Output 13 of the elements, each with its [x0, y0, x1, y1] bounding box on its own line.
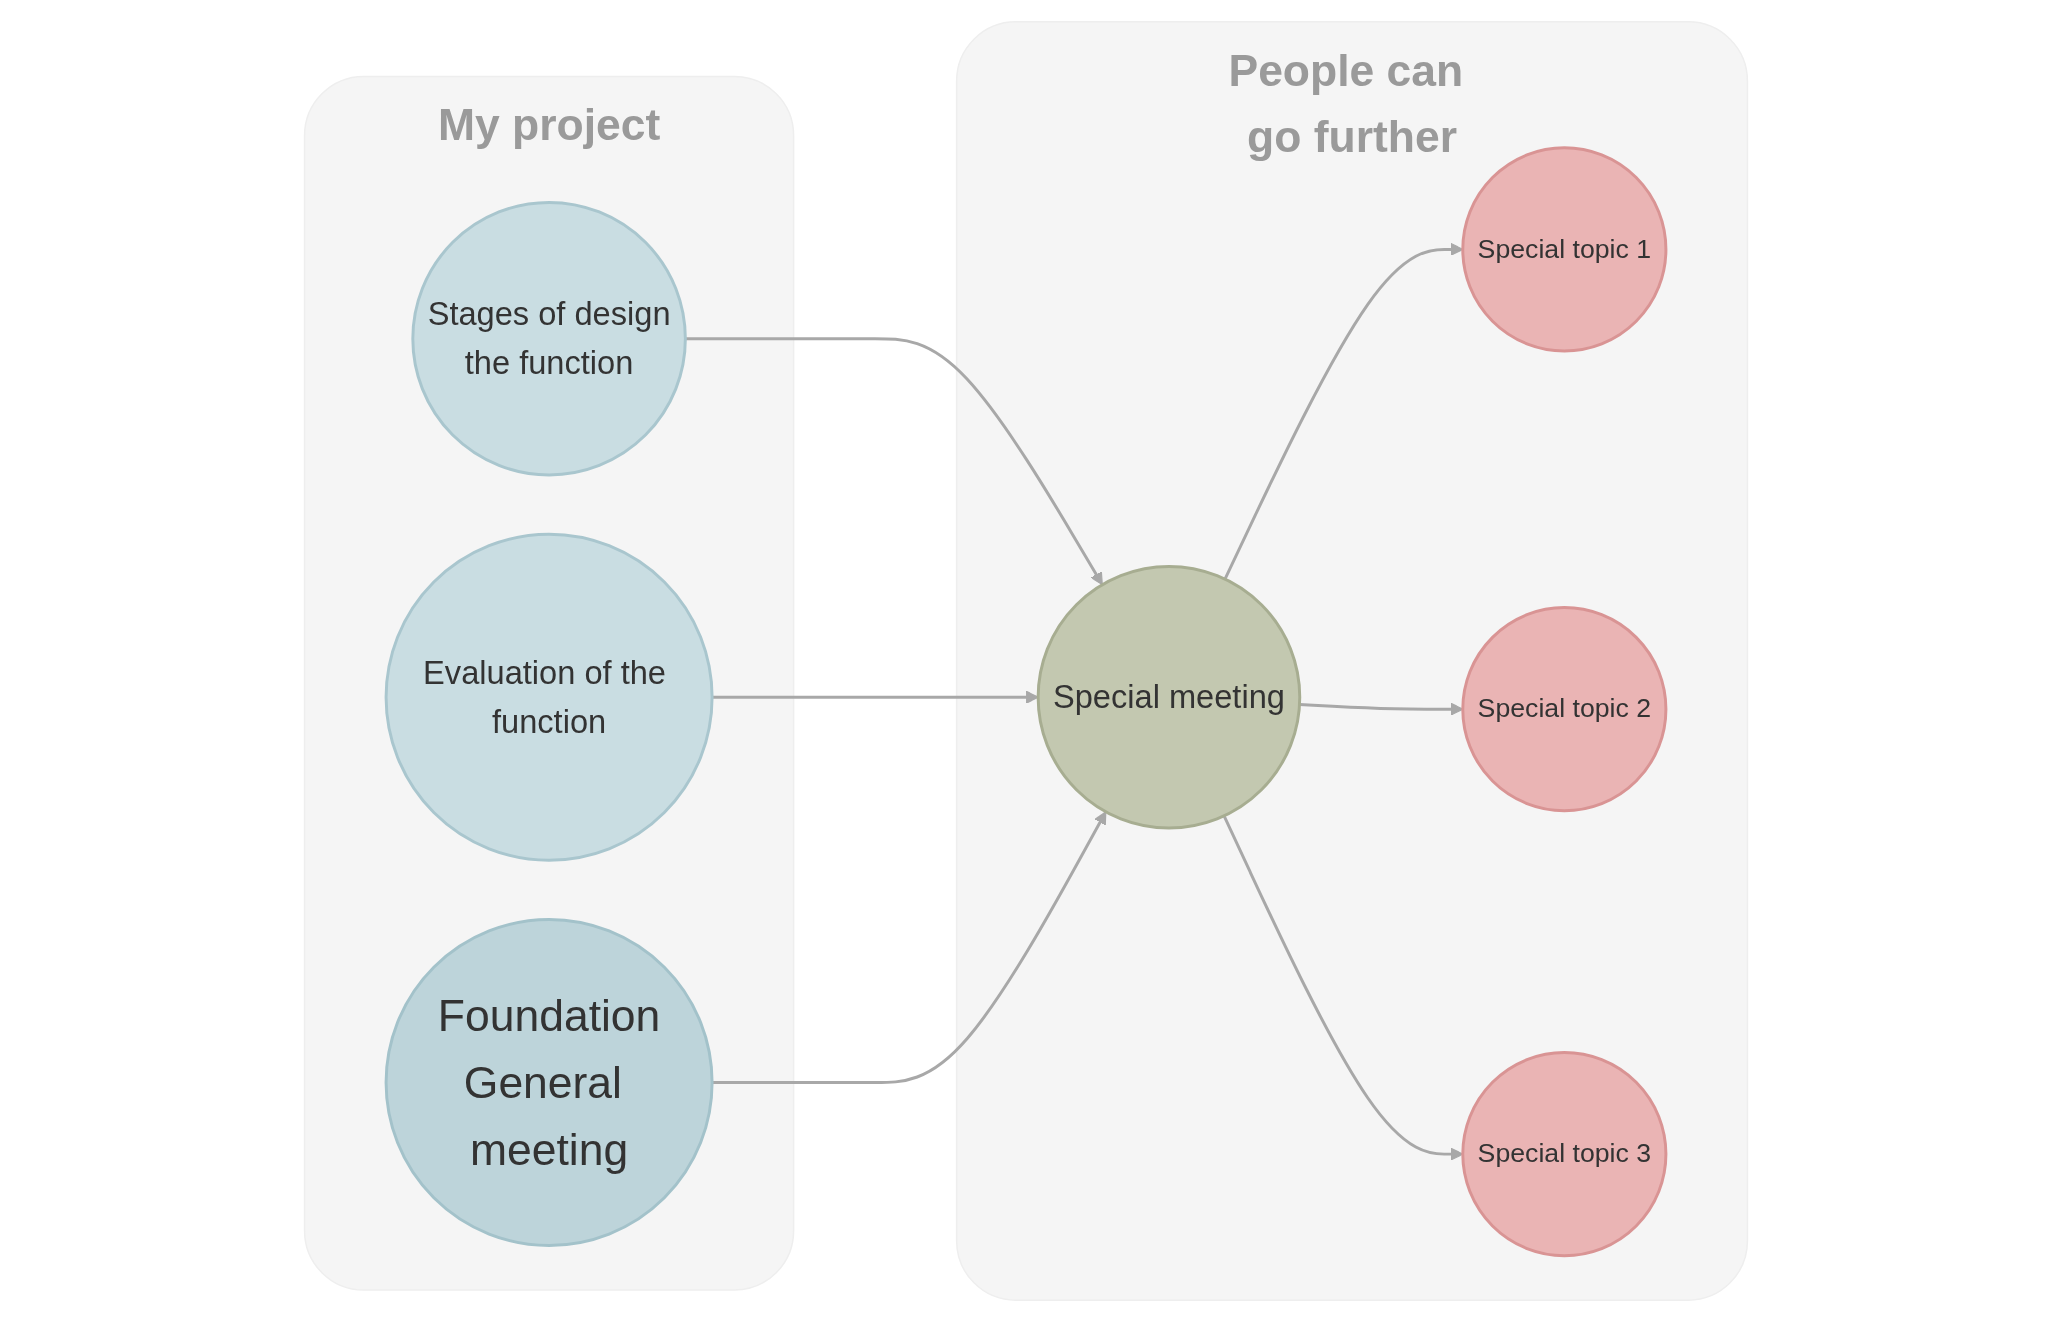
- arrow: [1222, 815, 1464, 1161]
- arrow: [712, 690, 1039, 704]
- node-circle: Special meeting: [1036, 564, 1302, 830]
- node-circle: Evaluation of the function: [384, 532, 714, 862]
- arrow: [1299, 702, 1464, 716]
- node-circle: Special topic 3: [1461, 1051, 1668, 1258]
- node-circle: Special topic 1: [1461, 146, 1668, 353]
- node-circle: Special topic 2: [1461, 606, 1668, 813]
- arrow: [1223, 242, 1464, 580]
- node-circle: Stages of design the function: [411, 200, 687, 477]
- arrow: [685, 337, 1103, 586]
- arrow: [712, 811, 1107, 1085]
- node-circle: Foundation General meeting: [384, 918, 714, 1248]
